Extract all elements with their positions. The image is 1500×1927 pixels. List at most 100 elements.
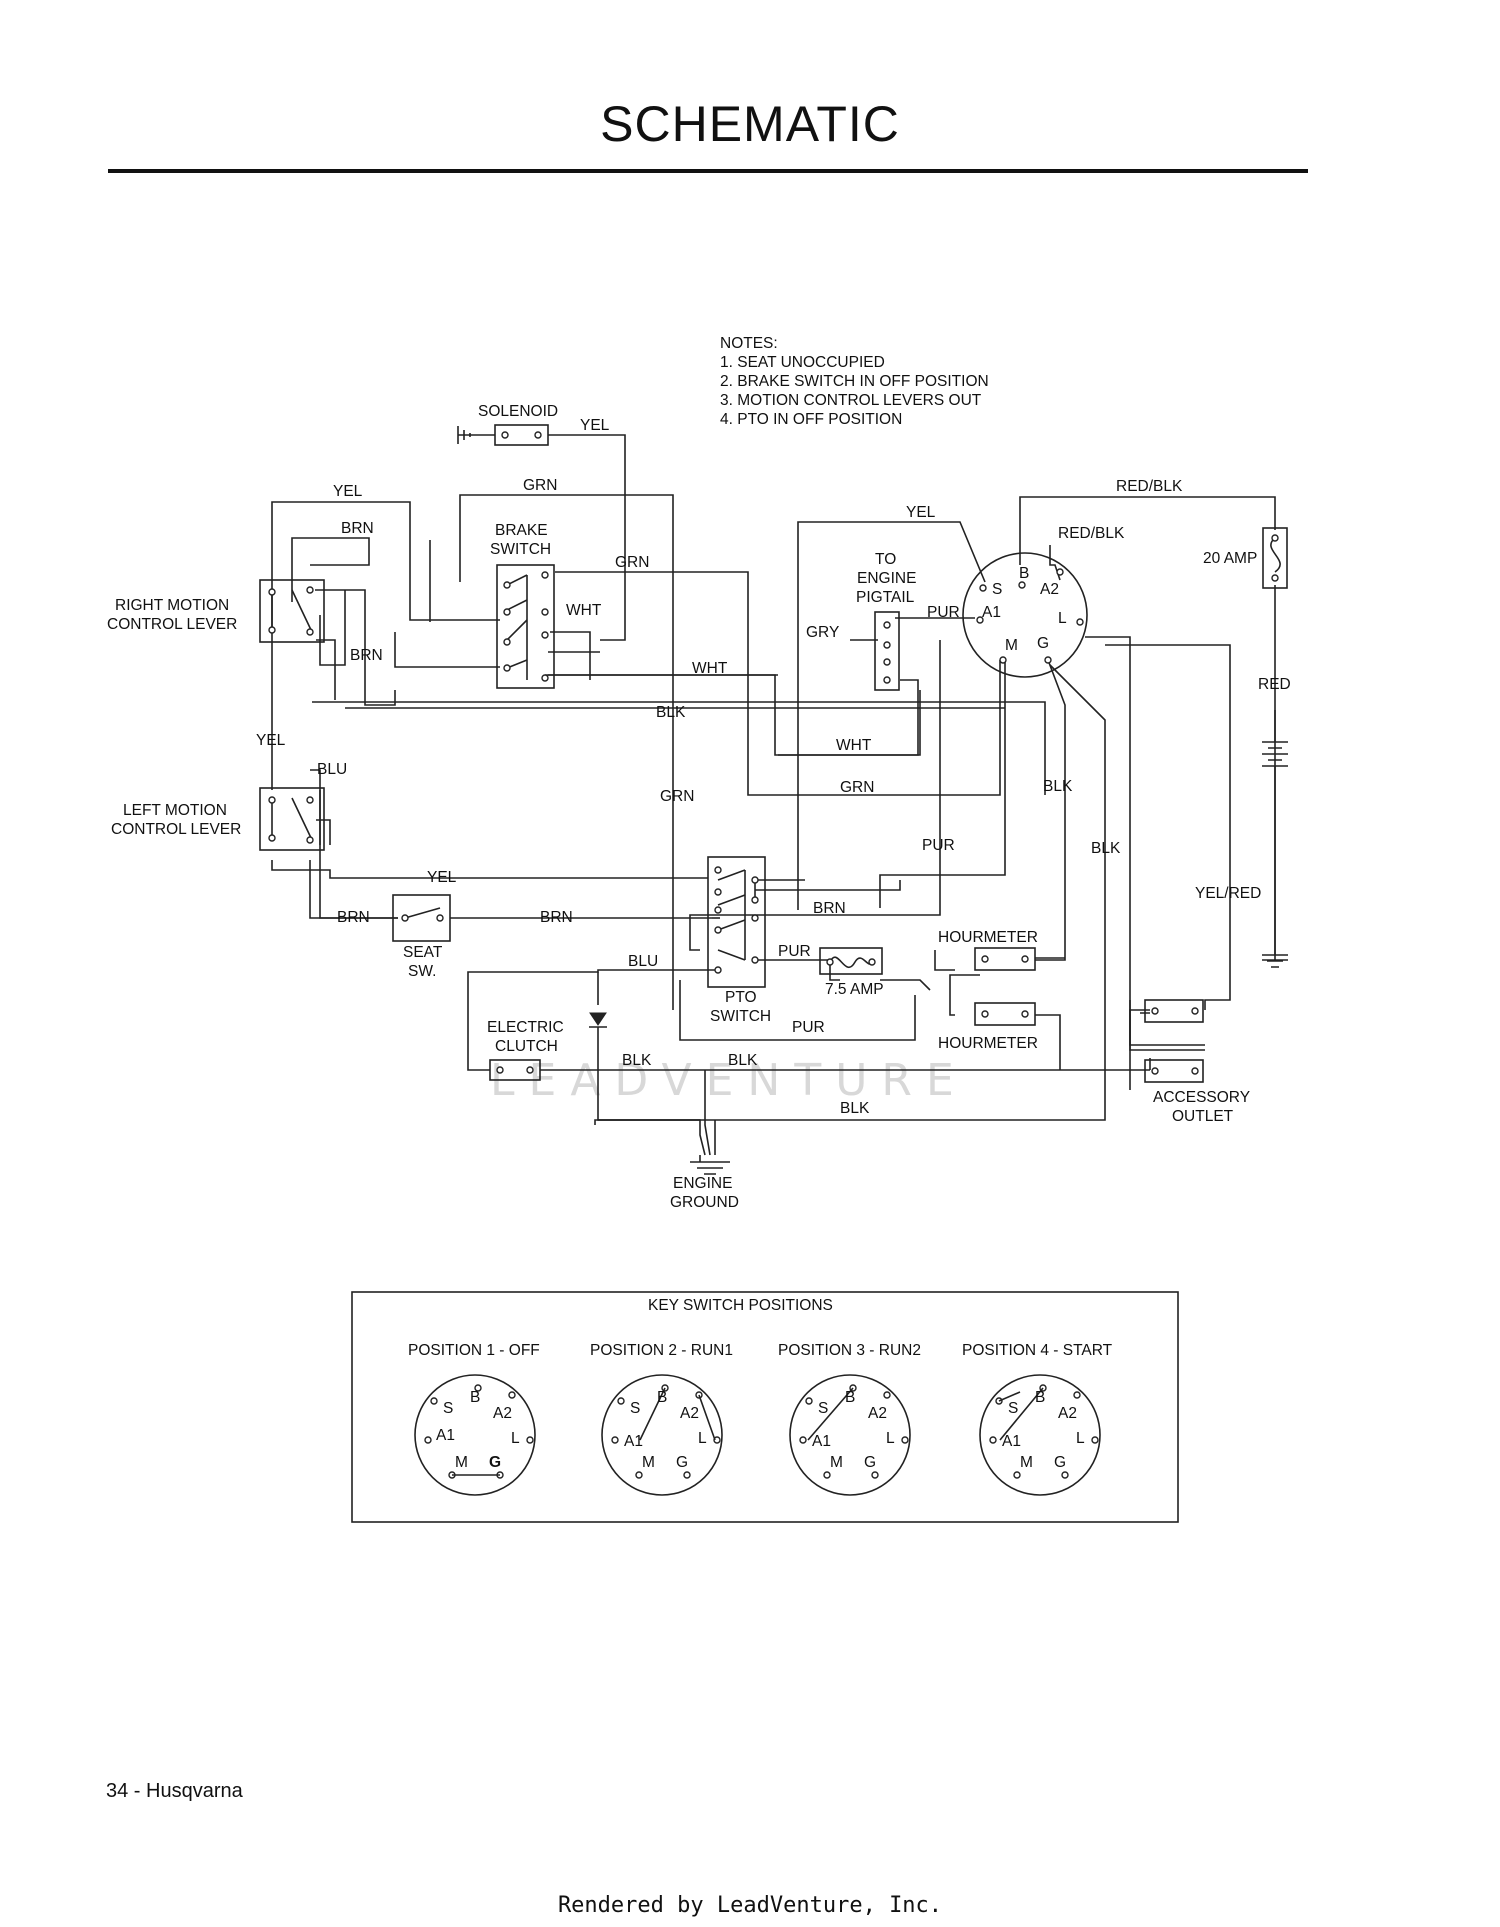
dial4-s: S <box>1008 1400 1018 1417</box>
dial4-a1: A1 <box>1002 1433 1021 1450</box>
solenoid-ground-icon <box>457 426 471 444</box>
wire-yel-red: YEL/RED <box>1195 885 1261 902</box>
wire-red-blk-key: RED/BLK <box>1058 525 1125 542</box>
note-heading: NOTES: <box>720 335 778 352</box>
accessory-outlet <box>1144 999 1204 1083</box>
notes: NOTES: 1. SEAT UNOCCUPIED 2. BRAKE SWITC… <box>720 335 989 428</box>
fuse-20-amp <box>1262 527 1288 589</box>
label-ground-1: ENGINE <box>673 1175 732 1192</box>
key-dial-position-2: S B A2 A1 L M G <box>601 1374 723 1496</box>
page-title: SCHEMATIC <box>600 96 900 152</box>
label-left-lever-1: LEFT MOTION <box>123 802 227 819</box>
wire-yel-solenoid: YEL <box>580 417 610 434</box>
wire-yel-top-left: YEL <box>333 483 363 500</box>
wire-yel-seat: YEL <box>427 869 457 886</box>
dial3-b: B <box>845 1389 855 1406</box>
key-dial-position-1: S B A2 A1 L M G <box>414 1374 536 1496</box>
dial3-s: S <box>818 1400 828 1417</box>
label-hourmeter-bottom: HOURMETER <box>938 1035 1038 1052</box>
wire-blk-mid: BLK <box>656 704 686 721</box>
page-number: 34 - Husqvarna <box>106 1780 243 1802</box>
dial2-a2: A2 <box>680 1405 699 1422</box>
label-hourmeter-top: HOURMETER <box>938 929 1038 946</box>
dial2-b: B <box>657 1389 667 1406</box>
note-3: 3. MOTION CONTROL LEVERS OUT <box>720 392 982 409</box>
wire-brn-seat-right: BRN <box>540 909 573 926</box>
wire-blk-key2: BLK <box>1091 840 1121 857</box>
label-seat-1: SEAT <box>403 944 443 961</box>
dial3-a1: A1 <box>812 1433 831 1450</box>
note-1: 1. SEAT UNOCCUPIED <box>720 354 885 371</box>
label-solenoid: SOLENOID <box>478 403 558 420</box>
watermark-text: LEADVENTURE <box>490 1055 968 1106</box>
label-brake-1: BRAKE <box>495 522 548 539</box>
position-4-label: POSITION 4 - START <box>962 1342 1113 1359</box>
label-left-lever-2: CONTROL LEVER <box>111 821 241 838</box>
label-ground-2: GROUND <box>670 1194 739 1211</box>
wire-blk-bottom2: BLK <box>728 1052 758 1069</box>
wire-brn-seat-left: BRN <box>337 909 370 926</box>
dial4-m: M <box>1020 1454 1033 1471</box>
dial3-l: L <box>886 1430 895 1447</box>
engine-pigtail-connector <box>874 611 900 691</box>
dial2-s: S <box>630 1400 640 1417</box>
label-pto-1: PTO <box>725 989 757 1006</box>
hourmeter-bottom <box>974 1002 1036 1026</box>
label-pto-2: SWITCH <box>710 1008 771 1025</box>
label-clutch-2: CLUTCH <box>495 1038 558 1055</box>
label-brake-2: SWITCH <box>490 541 551 558</box>
wire-pur-bottom: PUR <box>792 1019 825 1036</box>
label-seat-2: SW. <box>408 963 436 980</box>
dial1-a2: A2 <box>493 1405 512 1422</box>
dial4-g: G <box>1054 1454 1066 1471</box>
right-motion-control-lever <box>259 579 325 643</box>
wire-red-blk-top: RED/BLK <box>1116 478 1183 495</box>
note-4: 4. PTO IN OFF POSITION <box>720 411 902 428</box>
solenoid <box>494 424 549 446</box>
dial4-b: B <box>1035 1389 1045 1406</box>
key-terminal-m: M <box>1005 637 1018 654</box>
left-motion-control-lever <box>259 787 325 851</box>
label-pigtail-3: PIGTAIL <box>856 589 915 606</box>
electric-clutch <box>489 1012 607 1081</box>
wire-pur-mid: PUR <box>922 837 955 854</box>
dial1-m: M <box>455 1454 468 1471</box>
dial3-m: M <box>830 1454 843 1471</box>
dial1-l: L <box>511 1430 520 1447</box>
wire-brn-pto: BRN <box>813 900 846 917</box>
label-fuse-7: 7.5 AMP <box>825 981 884 998</box>
dial2-a1: A1 <box>624 1433 643 1450</box>
label-pigtail-1: TO <box>875 551 896 568</box>
label-outlet-2: OUTLET <box>1172 1108 1234 1125</box>
label-outlet-1: ACCESSORY <box>1153 1089 1250 1106</box>
dial1-a1: A1 <box>436 1427 455 1444</box>
wire-gry-pigtail: GRY <box>806 624 839 641</box>
wire-pur-pigtail: PUR <box>927 604 960 621</box>
position-3-label: POSITION 3 - RUN2 <box>778 1342 921 1359</box>
key-terminal-g: G <box>1037 635 1049 652</box>
key-switch-positions-panel: KEY SWITCH POSITIONS POSITION 1 - OFF PO… <box>351 1291 1179 1523</box>
label-right-lever-1: RIGHT MOTION <box>115 597 229 614</box>
key-dial-position-4: S B A2 A1 L M G <box>979 1374 1101 1496</box>
fuse-7-5-amp <box>819 947 883 975</box>
wire-grn-center: GRN <box>660 788 694 805</box>
wire-yel-key: YEL <box>906 504 936 521</box>
key-terminal-s: S <box>992 581 1002 598</box>
key-dial-position-3: S B A2 A1 L M G <box>789 1374 911 1496</box>
wire-grn-top: GRN <box>523 477 557 494</box>
key-positions-title: KEY SWITCH POSITIONS <box>648 1297 833 1314</box>
note-2: 2. BRAKE SWITCH IN OFF POSITION <box>720 373 989 390</box>
dial3-a2: A2 <box>868 1405 887 1422</box>
dial2-g: G <box>676 1454 688 1471</box>
label-clutch-1: ELECTRIC <box>487 1019 564 1036</box>
position-2-label: POSITION 2 - RUN1 <box>590 1342 733 1359</box>
wires <box>271 434 1288 1175</box>
key-terminal-a2: A2 <box>1040 581 1059 598</box>
dial3-g: G <box>864 1454 876 1471</box>
dial4-l: L <box>1076 1430 1085 1447</box>
dial1-s: S <box>443 1400 453 1417</box>
battery-icon <box>1262 710 1288 968</box>
wire-labels: YEL GRN YEL BRN GRN WHT BRN WHT BLK YEL … <box>256 417 1291 1117</box>
